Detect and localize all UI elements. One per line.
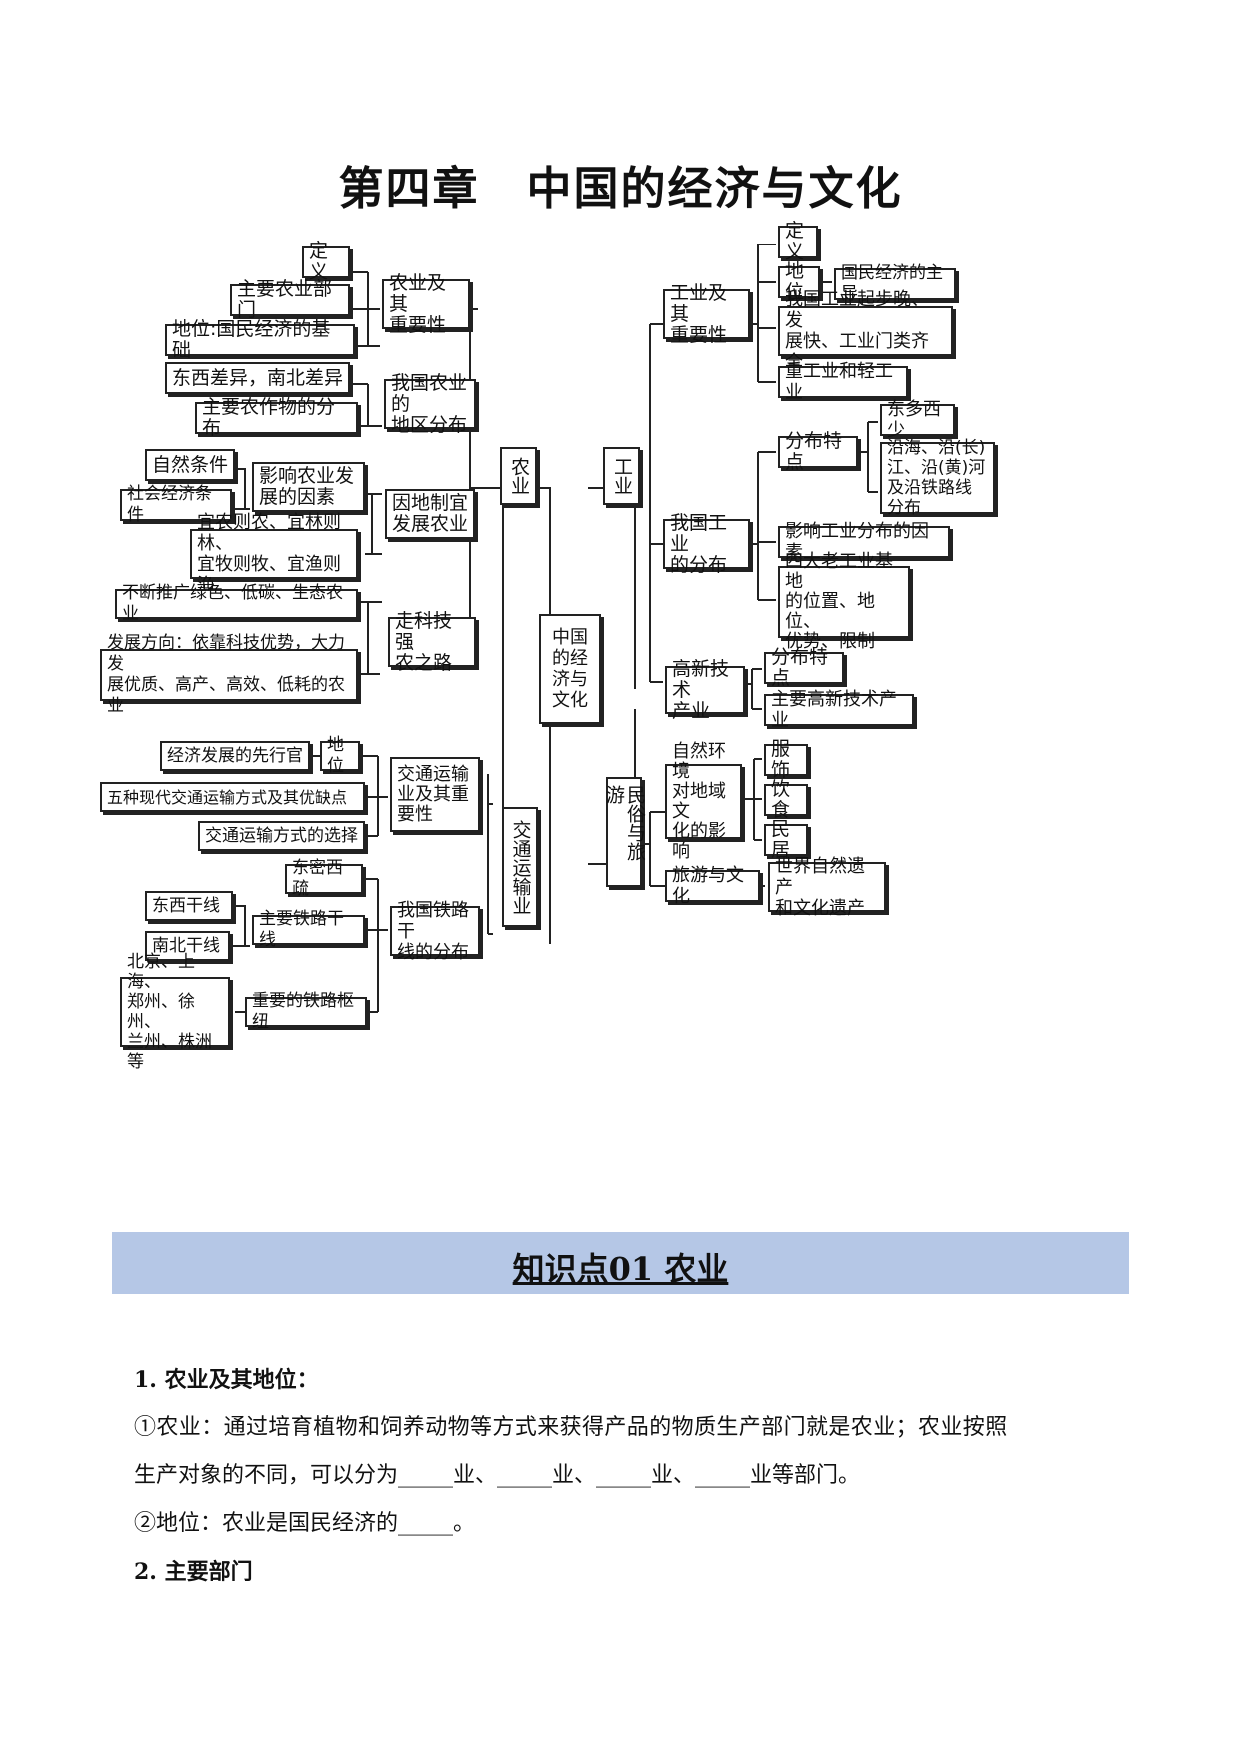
node-in-hightech: 高新技术 产业	[665, 658, 745, 721]
node-in-status: 地位	[778, 261, 820, 303]
branch-industry: 工业	[603, 447, 640, 505]
page-title: 第四章 中国的经济与文化	[338, 162, 903, 215]
paragraph-status: ②地位：农业是国民经济的_____。	[134, 1511, 476, 1536]
node-in-ht-main: 主要高新技术产业	[764, 689, 914, 731]
paragraph-definition: ①农业：通过培育植物和饲养动物等方式来获得产品的物质生产部门就是农业；农业按照	[134, 1415, 1008, 1440]
node-in-def: 定义	[778, 221, 818, 263]
node-in-factors: 影响工业分布的因素	[778, 521, 950, 563]
node-cu-house: 民居	[764, 819, 808, 861]
node-tr-importance: 交通运输 业及其重 要性	[390, 757, 480, 832]
branch-culture: 民俗与旅游	[603, 777, 646, 887]
node-cu-food: 饮食	[764, 779, 808, 821]
connector	[235, 468, 250, 510]
node-tr-rail: 我国铁路干 线的分布	[390, 900, 480, 963]
node-ag-factors: 影响农业发 展的因素	[252, 462, 365, 512]
node-in-importance: 工业及其 重要性	[663, 282, 750, 345]
node-ag-status: 地位:国民经济的基础	[165, 319, 355, 361]
connector	[367, 602, 380, 675]
node-ag-social: 社会经济条件	[120, 484, 232, 525]
node-ag-diff: 东西差异，南北差异	[165, 362, 350, 394]
node-ag-def: 定义	[302, 241, 350, 283]
node-tr-cities: 北京、上海、 郑州、徐州、 兰州、株洲等	[120, 952, 230, 1072]
node-tr-choice: 交通运输方式的选择	[198, 821, 365, 851]
center-node: 中国的经济与文化	[539, 614, 601, 724]
node-tr-hub: 重要的铁路枢纽	[245, 991, 367, 1032]
node-in-start: 我国工业起步晚、发 展快、工业门类齐全	[778, 289, 953, 373]
branch-agriculture: 农业	[500, 447, 537, 505]
branch-transport: 交通运输业	[502, 807, 538, 927]
node-ag-green: 不断推广绿色、低碳、生态农业	[115, 583, 358, 624]
node-ag-depts: 主要农业部门	[230, 279, 350, 321]
node-ag-crops: 主要农作物的分布	[195, 397, 358, 439]
node-ag-tech: 走科技强 农之路	[388, 610, 476, 673]
node-in-ht-features: 分布特点	[764, 647, 844, 689]
node-ag-local: 因地制宜 发展农业	[385, 489, 475, 539]
node-tr-five: 五种现代交通运输方式及其优缺点	[100, 782, 365, 812]
node-in-coast: 沿海、沿(长) 江、沿(黄)河 及沿铁路线分布	[880, 438, 995, 518]
node-ag-importance: 农业及其 重要性	[382, 272, 470, 335]
node-cu-heritage: 世界自然遗产 和文化遗产	[768, 856, 886, 919]
node-in-east: 东多西少	[880, 399, 955, 441]
node-in-bases: 四大老工业基地 的位置、地位、 优势、限制	[778, 552, 910, 652]
paragraph-divisions: 生产对象的不同，可以分为_____业、_____业、_____业、_____业等…	[134, 1463, 861, 1488]
node-tr-status: 地位	[320, 735, 360, 776]
node-ag-natural: 自然条件	[145, 449, 235, 481]
node-in-leading: 国民经济的主导	[834, 263, 956, 304]
connector	[371, 494, 382, 555]
node-cu-travel: 旅游与文化	[665, 865, 760, 907]
node-ag-dist: 我国农业的 地区分布	[384, 372, 476, 435]
node-in-features: 分布特点	[778, 431, 858, 473]
node-cu-cloth: 服饰	[764, 739, 808, 781]
node-ag-direction: 发展方向：依靠科技优势，大力发 展优质、高产、高效、低耗的农业	[100, 633, 358, 716]
node-tr-dense: 东密西疏	[285, 858, 363, 899]
heading-agriculture-status: 1. 农业及其地位：	[134, 1367, 319, 1393]
connector	[235, 905, 250, 947]
node-tr-trunk: 主要铁路干线	[252, 909, 365, 950]
heading-main-departments: 2. 主要部门	[134, 1559, 253, 1585]
node-in-dist: 我国工业 的分布	[663, 512, 750, 575]
section-header: 知识点01 农业	[112, 1232, 1129, 1294]
connector-lines	[230, 244, 878, 1013]
node-tr-pioneer: 经济发展的先行官	[160, 741, 310, 771]
node-tr-ew: 东西干线	[145, 891, 233, 921]
node-in-heavy: 重工业和轻工业	[778, 361, 908, 403]
mind-map-diagram: 中国的经济与文化 农业 工业 交通运输业 民俗与旅游 农业及其 重要性 定义 主…	[100, 221, 1132, 1204]
node-cu-env: 自然环境 对地域文 化的影响	[665, 741, 742, 861]
connector	[367, 384, 382, 427]
section-title: 知识点01 农业	[512, 1250, 729, 1288]
node-tr-ns: 南北干线	[145, 931, 230, 961]
node-ag-suitable: 宜农则农、宜林则林、 宜牧则牧、宜渔则渔	[190, 512, 358, 596]
